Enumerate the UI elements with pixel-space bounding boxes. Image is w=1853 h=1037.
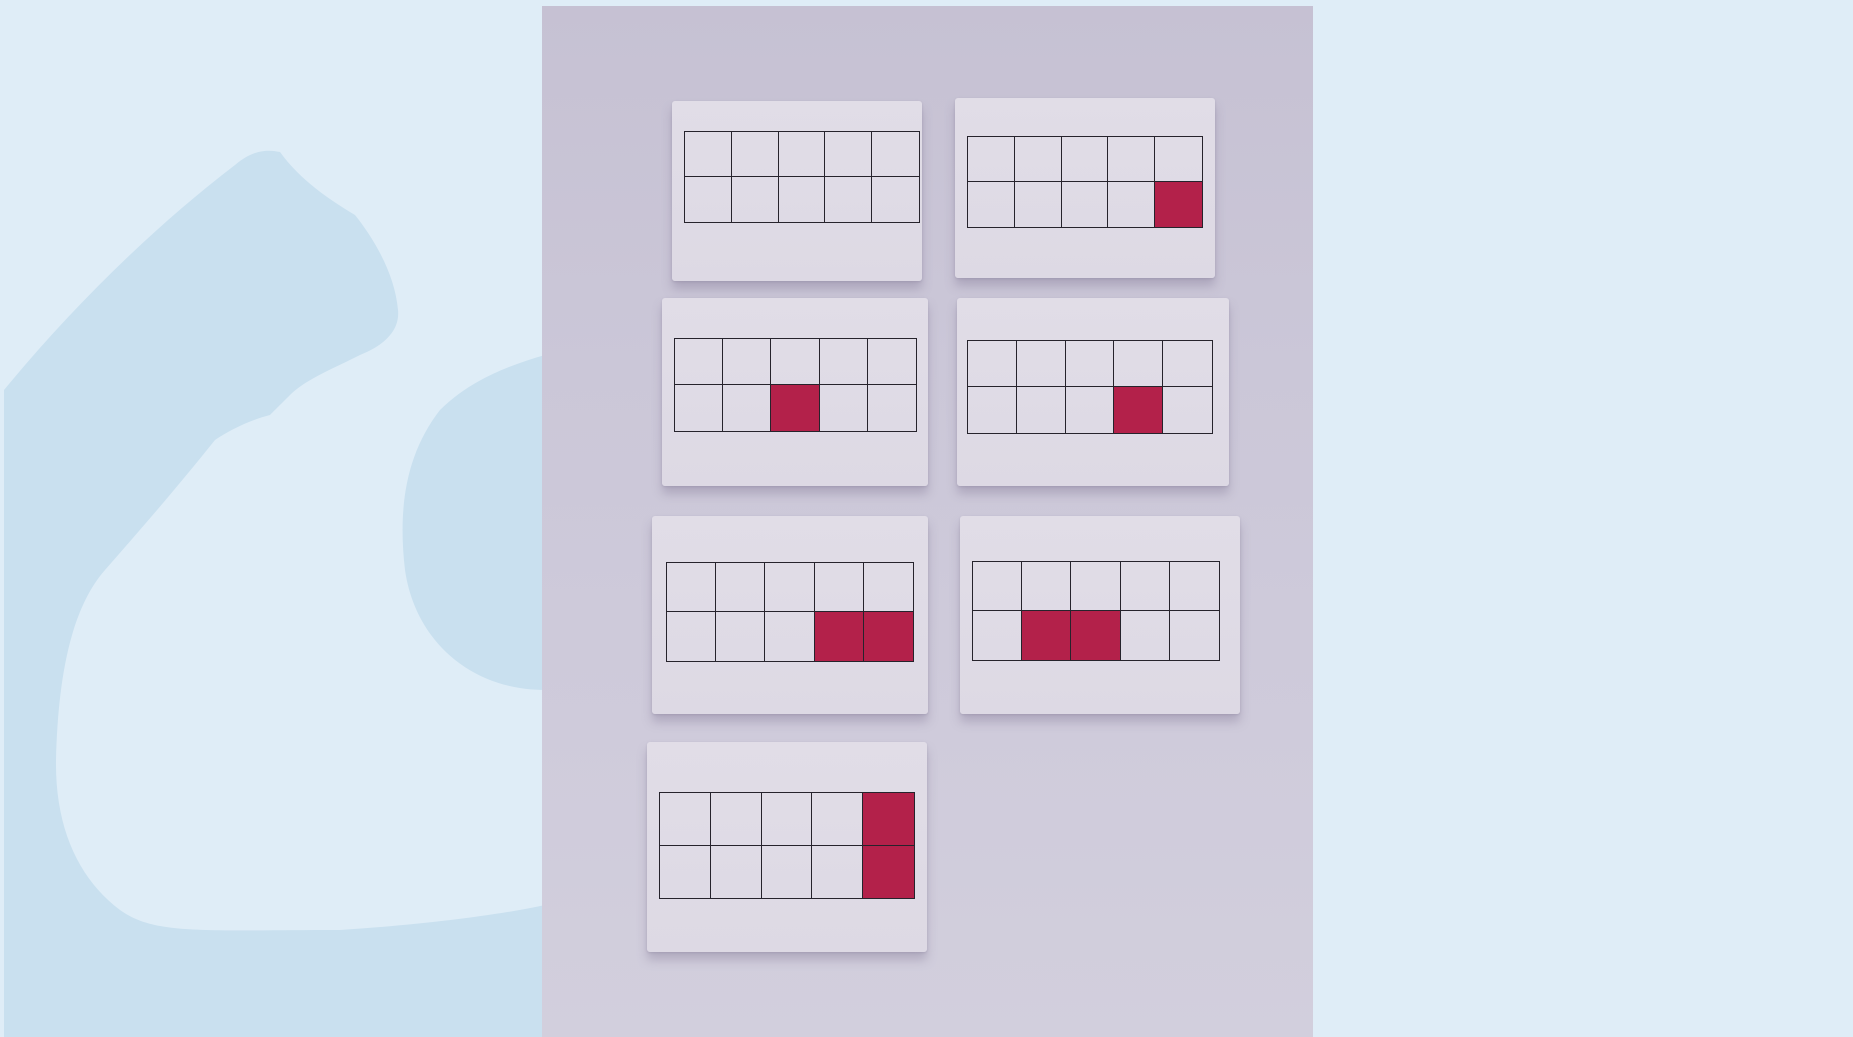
ten-frame-cell [779, 132, 826, 177]
ten-frame-cell [1170, 611, 1219, 660]
ten-frames-photo [542, 6, 1313, 1037]
ten-frame-card [960, 516, 1240, 714]
ten-frame-cell [716, 563, 765, 612]
ten-frame-cell [825, 132, 872, 177]
ten-frame-cell [1163, 387, 1212, 433]
ten-frame-card [955, 98, 1215, 278]
ten-frame-cell-filled [1022, 611, 1071, 660]
ten-frame-grid [967, 136, 1203, 228]
ten-frame-cell [1071, 562, 1120, 611]
ten-frame-cell-filled [1155, 182, 1202, 227]
ten-frame-cell [762, 846, 813, 899]
ten-frame-cell [1015, 137, 1062, 182]
ten-frame-cell [667, 612, 716, 661]
ten-frame-cell [685, 177, 732, 222]
ten-frame-card [662, 298, 928, 486]
ten-frame-cell-filled [771, 385, 819, 431]
ten-frame-cell [732, 132, 779, 177]
ten-frame-cell-filled [864, 612, 913, 661]
ten-frame-cell [1062, 182, 1109, 227]
ten-frame-cell [1017, 341, 1066, 387]
ten-frame-cell [779, 177, 826, 222]
ten-frame-cell [675, 339, 723, 385]
ten-frame-cell [1163, 341, 1212, 387]
ten-frame-cell [1066, 341, 1115, 387]
ten-frame-cell [1062, 137, 1109, 182]
ten-frame-cell [711, 793, 762, 846]
ten-frame-cell [1121, 562, 1170, 611]
ten-frame-cell [667, 563, 716, 612]
ten-frame-cell [968, 182, 1015, 227]
ten-frame-card [672, 101, 922, 281]
ten-frame-cell [660, 846, 711, 899]
ten-frame-cell-filled [1071, 611, 1120, 660]
ten-frame-cell [973, 562, 1022, 611]
ten-frame-cell [872, 177, 919, 222]
ten-frame-cell-filled [815, 612, 864, 661]
ten-frame-cell [1015, 182, 1062, 227]
ten-frame-cell [820, 339, 868, 385]
ten-frame-cell-filled [863, 793, 914, 846]
ten-frame-cell [825, 177, 872, 222]
ten-frame-cell-filled [1114, 387, 1163, 433]
ten-frame-cell [868, 385, 916, 431]
ten-frame-card [957, 298, 1229, 486]
ten-frame-grid [684, 131, 920, 223]
ten-frame-cell [771, 339, 819, 385]
ten-frame-card [652, 516, 928, 714]
ten-frame-cell [1170, 562, 1219, 611]
ten-frame-cell [732, 177, 779, 222]
ten-frame-cell [685, 132, 732, 177]
ten-frame-cell [968, 387, 1017, 433]
ten-frame-grid [674, 338, 917, 432]
ten-frame-cell-filled [863, 846, 914, 899]
ten-frame-cell [675, 385, 723, 431]
ten-frame-cell [762, 793, 813, 846]
ten-frame-cell [1022, 562, 1071, 611]
ten-frame-cell [812, 846, 863, 899]
ten-frame-cell [812, 793, 863, 846]
ten-frame-cell [660, 793, 711, 846]
ten-frame-card [647, 742, 927, 952]
ten-frame-cell [1108, 137, 1155, 182]
ten-frame-cell [820, 385, 868, 431]
ten-frame-cell [1155, 137, 1202, 182]
ten-frame-grid [972, 561, 1220, 661]
ten-frame-grid [666, 562, 914, 662]
ten-frame-cell [864, 563, 913, 612]
ten-frame-cell [868, 339, 916, 385]
ten-frame-cell [765, 563, 814, 612]
ten-frame-cell [968, 137, 1015, 182]
ten-frame-cell [1017, 387, 1066, 433]
ten-frame-cell [1066, 387, 1115, 433]
ten-frame-cell [723, 339, 771, 385]
ten-frame-cell [973, 611, 1022, 660]
ten-frame-cell [968, 341, 1017, 387]
ten-frame-cell [1108, 182, 1155, 227]
ten-frame-cell [815, 563, 864, 612]
ten-frame-cell [711, 846, 762, 899]
flexed-arm-decor-shape [4, 151, 545, 1037]
ten-frame-grid [659, 792, 915, 899]
ten-frame-cell [723, 385, 771, 431]
ten-frame-cell [716, 612, 765, 661]
ten-frame-grid [967, 340, 1213, 434]
ten-frame-cell [1121, 611, 1170, 660]
ten-frame-cell [765, 612, 814, 661]
ten-frame-cell [1114, 341, 1163, 387]
ten-frame-cell [872, 132, 919, 177]
